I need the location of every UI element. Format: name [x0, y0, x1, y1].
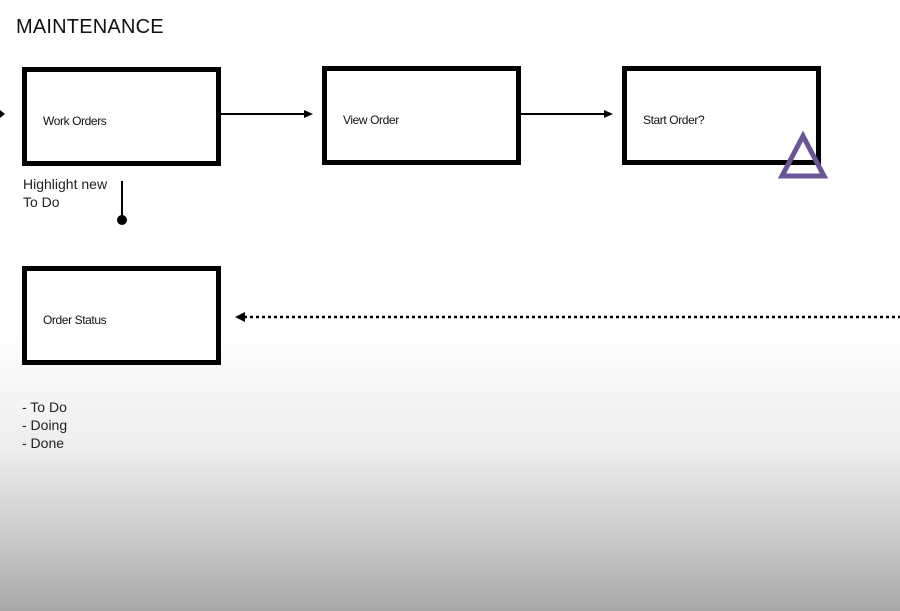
highlight-note-line-2: To Do: [23, 194, 60, 210]
node-start-order-label: Start Order?: [643, 113, 705, 127]
node-start-order[interactable]: Start Order?: [622, 66, 821, 165]
highlight-note-line-1: Highlight new: [23, 176, 108, 192]
node-order-status-label: Order Status: [43, 313, 107, 327]
arrow-work-orders-to-view-order: [221, 110, 313, 118]
dotted-arrow-to-order-status: [235, 312, 900, 322]
incoming-arrowhead: [0, 110, 5, 118]
status-item-doing: - Doing: [22, 417, 68, 433]
node-view-order-label: View Order: [343, 113, 399, 127]
node-work-orders-label: Work Orders: [43, 114, 107, 128]
diagram-title: MAINTENANCE: [16, 16, 164, 38]
node-order-status[interactable]: Order Status: [22, 266, 221, 365]
status-item-todo: - To Do: [22, 399, 67, 415]
node-view-order[interactable]: View Order: [322, 66, 521, 165]
arrow-view-order-to-start-order: [521, 110, 613, 118]
status-item-done: - Done: [22, 435, 65, 451]
status-list: - To Do - Doing - Done: [22, 398, 67, 452]
node-work-orders[interactable]: Work Orders: [22, 67, 221, 166]
connector-highlight-note: [117, 181, 127, 225]
highlight-note: Highlight new To Do: [23, 175, 107, 211]
